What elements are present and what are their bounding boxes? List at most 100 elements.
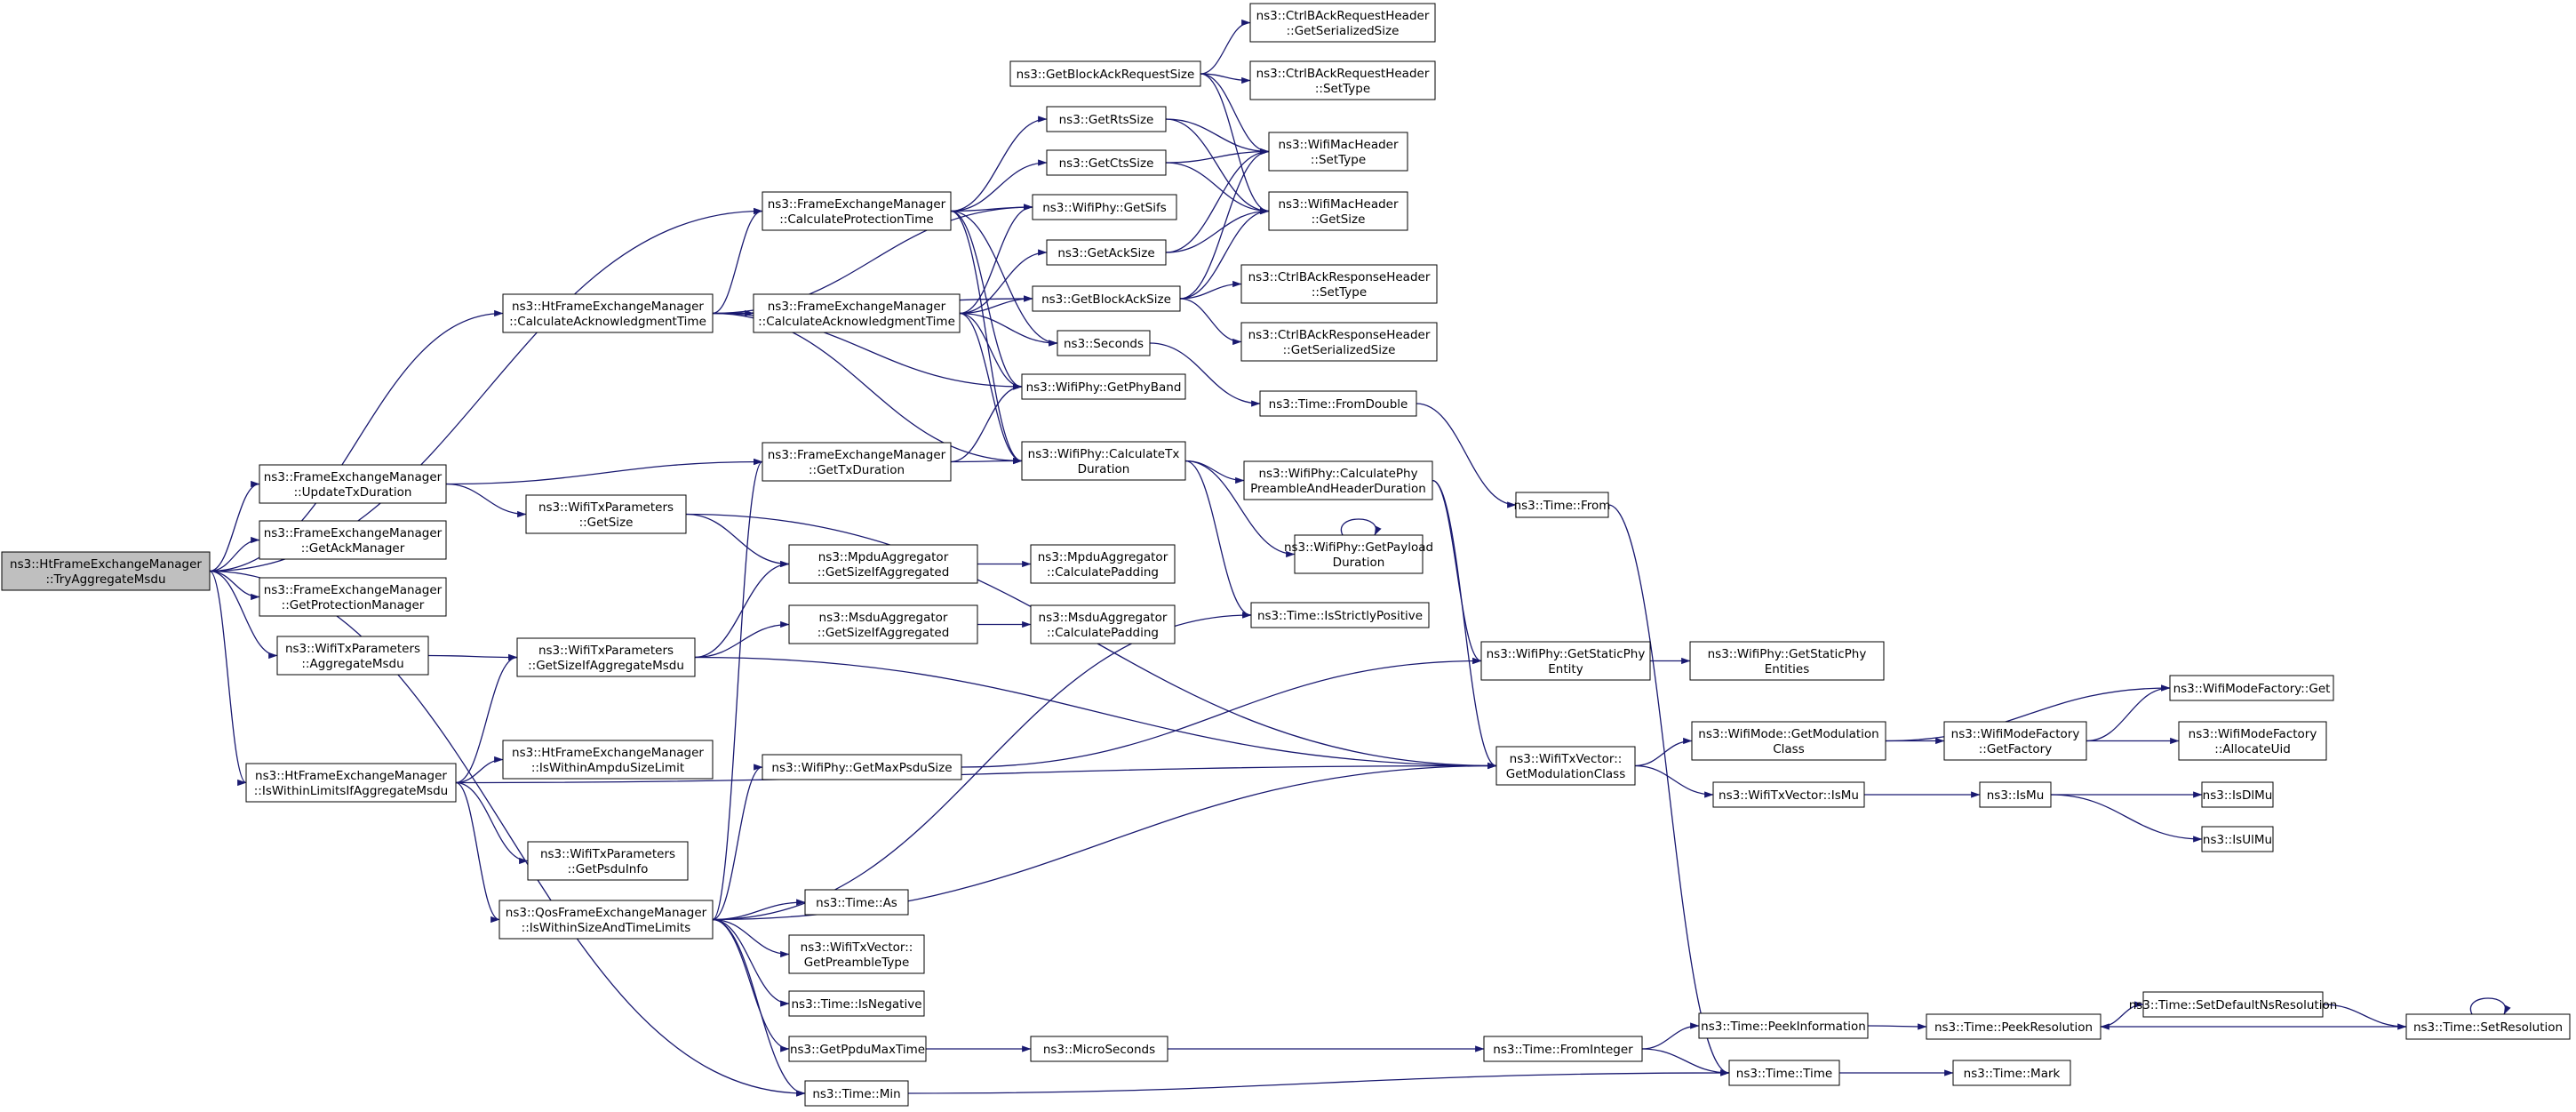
node-label: ::GetSize	[579, 516, 634, 530]
graph-node-n63[interactable]: ns3::Time::SetResolution	[2405, 1013, 2571, 1040]
graph-node-n36[interactable]: ns3::CtrlBAckResponseHeader::SetType	[1240, 264, 1438, 304]
graph-node-n37[interactable]: ns3::CtrlBAckResponseHeader::GetSerializ…	[1240, 322, 1438, 362]
graph-node-n15[interactable]: ns3::WifiTxParameters::GetPsduInfo	[527, 841, 689, 881]
graph-node-n43[interactable]: ns3::MsduAggregator::CalculatePadding	[1030, 604, 1176, 644]
graph-node-n2[interactable]: ns3::FrameExchangeManager::UpdateTxDurat…	[259, 464, 447, 504]
graph-node-n12[interactable]: ns3::WifiTxParameters::GetSize	[525, 494, 687, 534]
node-label: ns3::GetAckSize	[1057, 246, 1154, 260]
graph-node-n30[interactable]: ns3::Time::IsNegative	[788, 990, 925, 1017]
graph-node-n27[interactable]: ns3::WifiPhy::GetMaxPsduSize	[762, 754, 962, 780]
graph-node-n62[interactable]: ns3::Time::SetDefaultNsResolution	[2129, 991, 2338, 1018]
graph-node-n18[interactable]: ns3::GetCtsSize	[1046, 149, 1167, 176]
graph-node-n22[interactable]: ns3::Seconds	[1057, 330, 1151, 356]
node-box	[502, 740, 714, 780]
node-label: Duration	[1078, 462, 1130, 476]
edge-n10-n24	[959, 312, 1023, 465]
graph-node-n25[interactable]: ns3::MpduAggregator::GetSizeIfAggregated	[788, 544, 978, 584]
graph-node-n51[interactable]: ns3::WifiTxVector::IsMu	[1712, 781, 1865, 808]
graph-node-n28[interactable]: ns3::Time::As	[804, 889, 909, 916]
node-box	[502, 293, 714, 333]
graph-node-n11[interactable]: ns3::FrameExchangeManager::GetTxDuration	[762, 442, 952, 482]
graph-node-n19[interactable]: ns3::WifiPhy::GetSifs	[1032, 194, 1177, 220]
graph-node-n42[interactable]: ns3::MpduAggregator::CalculatePadding	[1030, 544, 1176, 584]
node-layer: ns3::HtFrameExchangeManager::TryAggregat…	[1, 3, 2571, 1107]
edge-n22-n38	[1149, 342, 1261, 407]
graph-node-n41[interactable]: ns3::Time::IsStrictlyPositive	[1250, 602, 1430, 628]
node-box	[1480, 641, 1651, 681]
graph-node-n8[interactable]: ns3::Time::Min	[804, 1080, 909, 1107]
graph-node-n34[interactable]: ns3::WifiMacHeader::SetType	[1268, 132, 1408, 172]
node-label: ns3::CtrlBAckRequestHeader	[1256, 67, 1430, 81]
node-box	[1698, 1012, 1869, 1039]
graph-node-n45[interactable]: ns3::WifiTxVector::GetModulationClass	[1495, 746, 1636, 786]
graph-node-n32[interactable]: ns3::CtrlBAckRequestHeader::GetSerialize…	[1249, 3, 1436, 43]
edge-n27-n44	[961, 657, 1482, 768]
graph-node-n53[interactable]: ns3::Time::Time	[1728, 1060, 1840, 1086]
graph-node-n38[interactable]: ns3::Time::FromDouble	[1259, 390, 1417, 417]
node-box	[1243, 460, 1433, 500]
edge-n10-n23	[959, 312, 1023, 390]
graph-node-n59[interactable]: ns3::WifiModeFactory::AllocateUid	[2178, 721, 2327, 761]
graph-node-n21[interactable]: ns3::GetBlockAckSize	[1032, 285, 1181, 312]
node-box	[276, 636, 429, 676]
graph-node-n13[interactable]: ns3::WifiTxParameters::GetSizeIfAggregat…	[516, 637, 696, 677]
graph-node-n10[interactable]: ns3::FrameExchangeManager::CalculateAckn…	[753, 293, 961, 333]
graph-node-n20[interactable]: ns3::GetAckSize	[1046, 239, 1167, 266]
node-label: ns3::Time::Mark	[1964, 1067, 2061, 1081]
graph-node-n4[interactable]: ns3::FrameExchangeManager::GetProtection…	[259, 577, 447, 617]
node-label: ns3::Time::Time	[1736, 1067, 1832, 1081]
edge-n7-n27	[712, 764, 763, 921]
graph-node-n57[interactable]: ns3::Time::Mark	[1952, 1060, 2071, 1086]
graph-node-n48[interactable]: ns3::Time::From	[1514, 492, 1611, 518]
edge-n52-n56	[1867, 1023, 1927, 1030]
graph-node-n46[interactable]: ns3::MicroSeconds	[1030, 1036, 1168, 1062]
edge-n10-n20	[959, 249, 1048, 315]
graph-node-n54[interactable]: ns3::WifiModeFactory::GetFactory	[1943, 721, 2087, 761]
node-box	[1030, 544, 1176, 584]
node-box	[1691, 721, 1886, 761]
graph-node-n23[interactable]: ns3::WifiPhy::GetPhyBand	[1021, 373, 1186, 400]
graph-node-n26[interactable]: ns3::MsduAggregator::GetSizeIfAggregated	[788, 604, 978, 644]
node-label: ::GetSize	[1312, 212, 1366, 227]
node-box	[1259, 390, 1417, 417]
graph-node-n39[interactable]: ns3::WifiPhy::CalculatePhyPreambleAndHea…	[1243, 460, 1433, 500]
node-label: ns3::FrameExchangeManager	[768, 197, 946, 212]
node-label: ns3::MpduAggregator	[818, 550, 949, 564]
graph-node-n14[interactable]: ns3::HtFrameExchangeManager::IsWithinAmp…	[502, 740, 714, 780]
graph-node-n17[interactable]: ns3::GetRtsSize	[1046, 106, 1167, 132]
graph-node-n52[interactable]: ns3::Time::PeekInformation	[1698, 1012, 1869, 1039]
graph-node-n29[interactable]: ns3::WifiTxVector::GetPreambleType	[788, 934, 925, 974]
graph-node-n35[interactable]: ns3::WifiMacHeader::GetSize	[1268, 191, 1408, 231]
graph-node-n50[interactable]: ns3::WifiMode::GetModulationClass	[1691, 721, 1886, 761]
graph-node-n58[interactable]: ns3::WifiModeFactory::Get	[2169, 675, 2334, 701]
edge-n2-n11	[445, 458, 763, 485]
graph-node-n55[interactable]: ns3::IsMu	[1979, 781, 2052, 808]
graph-node-n56[interactable]: ns3::Time::PeekResolution	[1926, 1013, 2101, 1040]
node-label: ::CalculateProtectionTime	[779, 212, 933, 227]
graph-node-n0[interactable]: ns3::HtFrameExchangeManager::TryAggregat…	[1, 551, 211, 591]
graph-node-n31[interactable]: ns3::GetPpduMaxTime	[788, 1036, 927, 1062]
graph-node-n6[interactable]: ns3::HtFrameExchangeManager::IsWithinLim…	[245, 763, 457, 803]
graph-node-n16[interactable]: ns3::GetBlockAckRequestSize	[1009, 60, 1201, 87]
graph-node-n1[interactable]: ns3::HtFrameExchangeManager::CalculateAc…	[502, 293, 714, 333]
graph-node-n61[interactable]: ns3::IsUlMu	[2201, 826, 2274, 852]
edge-n9-n22	[950, 210, 1058, 347]
node-label: ::UpdateTxDuration	[294, 485, 412, 500]
graph-node-n7[interactable]: ns3::QosFrameExchangeManager::IsWithinSi…	[498, 900, 714, 940]
edge-n21-n37	[1179, 298, 1242, 346]
graph-node-n9[interactable]: ns3::FrameExchangeManager::CalculateProt…	[762, 191, 952, 231]
node-label: ::GetFactory	[1979, 742, 2052, 756]
graph-node-n5[interactable]: ns3::WifiTxParameters::AggregateMsdu	[276, 636, 429, 676]
graph-node-n47[interactable]: ns3::Time::FromInteger	[1483, 1036, 1643, 1062]
graph-node-n60[interactable]: ns3::IsDlMu	[2201, 781, 2274, 808]
graph-node-n3[interactable]: ns3::FrameExchangeManager::GetAckManager	[259, 520, 447, 560]
graph-node-n33[interactable]: ns3::CtrlBAckRequestHeader::SetType	[1249, 60, 1436, 100]
edge-n10-n22	[959, 312, 1058, 347]
edge-n20-n34	[1165, 148, 1270, 253]
node-label: ns3::Time::PeekResolution	[1934, 1020, 2093, 1035]
node-label: ::CalculatePadding	[1047, 565, 1159, 580]
